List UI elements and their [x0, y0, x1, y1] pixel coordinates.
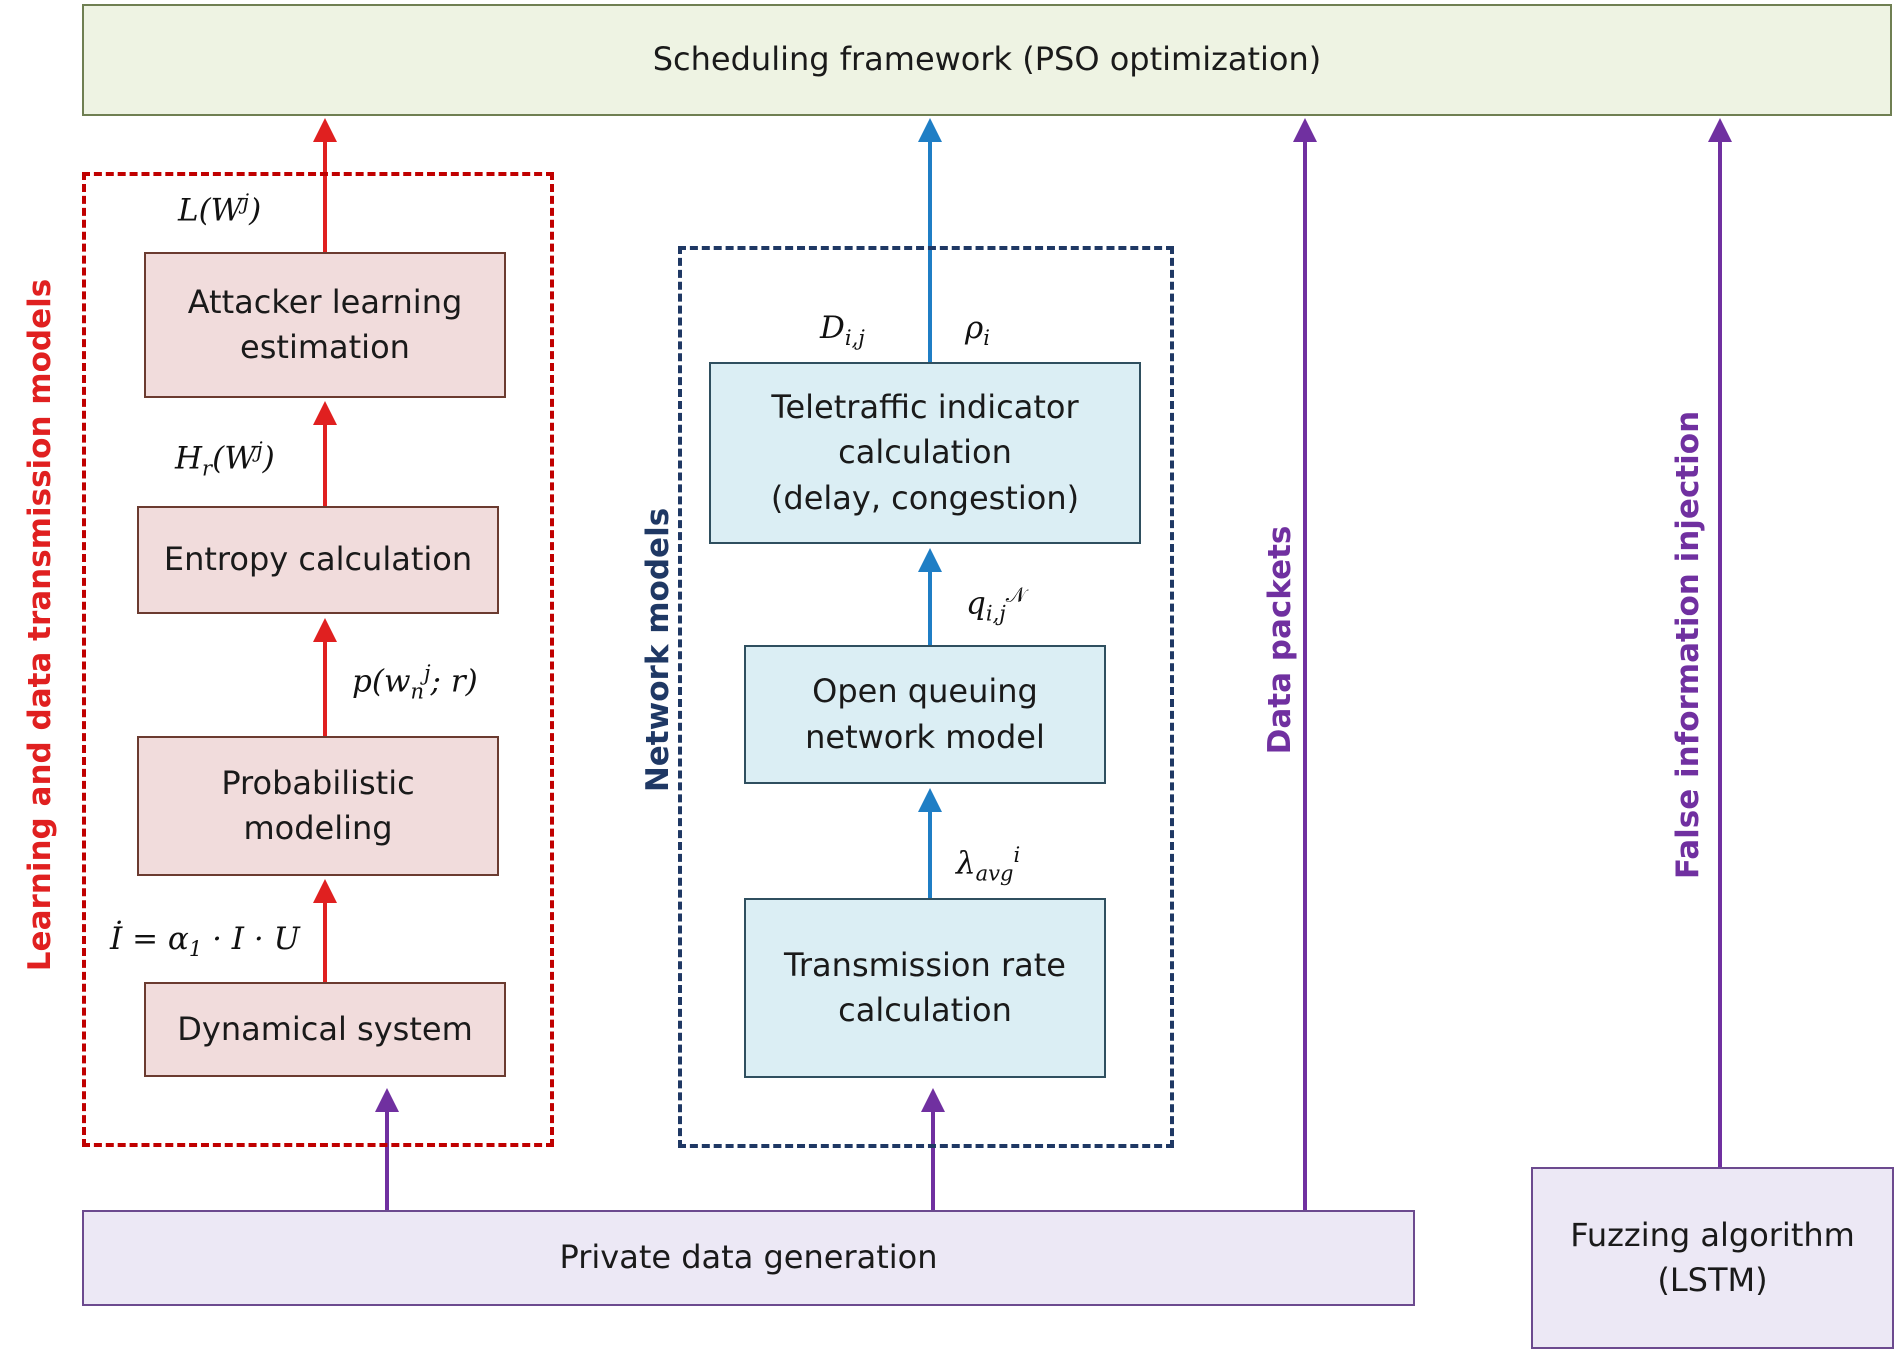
math-L-W: L(Wj) [178, 190, 262, 229]
private-data-generation-box: Private data generation [82, 1210, 1415, 1306]
teletraffic-box: Teletraffic indicator calculation (delay… [709, 362, 1141, 544]
fuzzing-line1: Fuzzing algorithm [1570, 1215, 1855, 1254]
attacker-learning-box: Attacker learning estimation [144, 252, 506, 398]
probabilistic-line1: Probabilistic [221, 763, 415, 802]
open-queuing-line2: network model [805, 717, 1045, 756]
private-data-generation-label: Private data generation [559, 1238, 938, 1277]
transmission-line1: Transmission rate [784, 945, 1066, 984]
teletraffic-line2: calculation [838, 433, 1012, 472]
network-group-label: Network models [640, 507, 676, 793]
dynamical-system-label: Dynamical system [177, 1009, 473, 1048]
math-rho-i: ρi [965, 310, 990, 351]
scheduling-framework-box: Scheduling framework (PSO optimization) [82, 4, 1892, 116]
math-p-w: p(wnj; r) [352, 661, 478, 704]
probabilistic-modeling-box: Probabilistic modeling [137, 736, 499, 876]
teletraffic-line1: Teletraffic indicator [771, 387, 1079, 426]
attacker-learning-line1: Attacker learning [187, 282, 463, 321]
network-group-frame [678, 246, 1174, 1148]
fuzzing-line2: (LSTM) [1657, 1261, 1768, 1299]
math-I-dot: İ = α1 · I · U [110, 921, 300, 962]
open-queuing-box: Open queuing network model [744, 645, 1106, 784]
probabilistic-line2: modeling [243, 809, 393, 847]
transmission-line2: calculation [838, 991, 1012, 1029]
math-H-r-W: Hr(Wj) [175, 438, 275, 481]
open-queuing-line1: Open queuing [812, 672, 1038, 711]
dynamical-system-box: Dynamical system [144, 982, 506, 1077]
learning-group-frame [82, 172, 554, 1147]
scheduling-framework-label: Scheduling framework (PSO optimization) [652, 40, 1322, 79]
math-q-ij: qi,j𝒩 [966, 583, 1026, 626]
math-D-ij: Di,j [820, 310, 865, 351]
entropy-label: Entropy calculation [163, 540, 473, 579]
false-injection-label: False information injection [1670, 410, 1706, 880]
learning-group-label: Learning and data transmission models [22, 278, 58, 972]
fuzzing-algorithm-box: Fuzzing algorithm (LSTM) [1531, 1167, 1894, 1349]
data-packets-label: Data packets [1262, 525, 1298, 755]
attacker-learning-line2: estimation [240, 328, 410, 366]
math-lambda-avg: λavgi [956, 843, 1021, 886]
teletraffic-line3: (delay, congestion) [770, 478, 1080, 517]
transmission-rate-box: Transmission rate calculation [744, 898, 1106, 1078]
entropy-box: Entropy calculation [137, 506, 499, 614]
